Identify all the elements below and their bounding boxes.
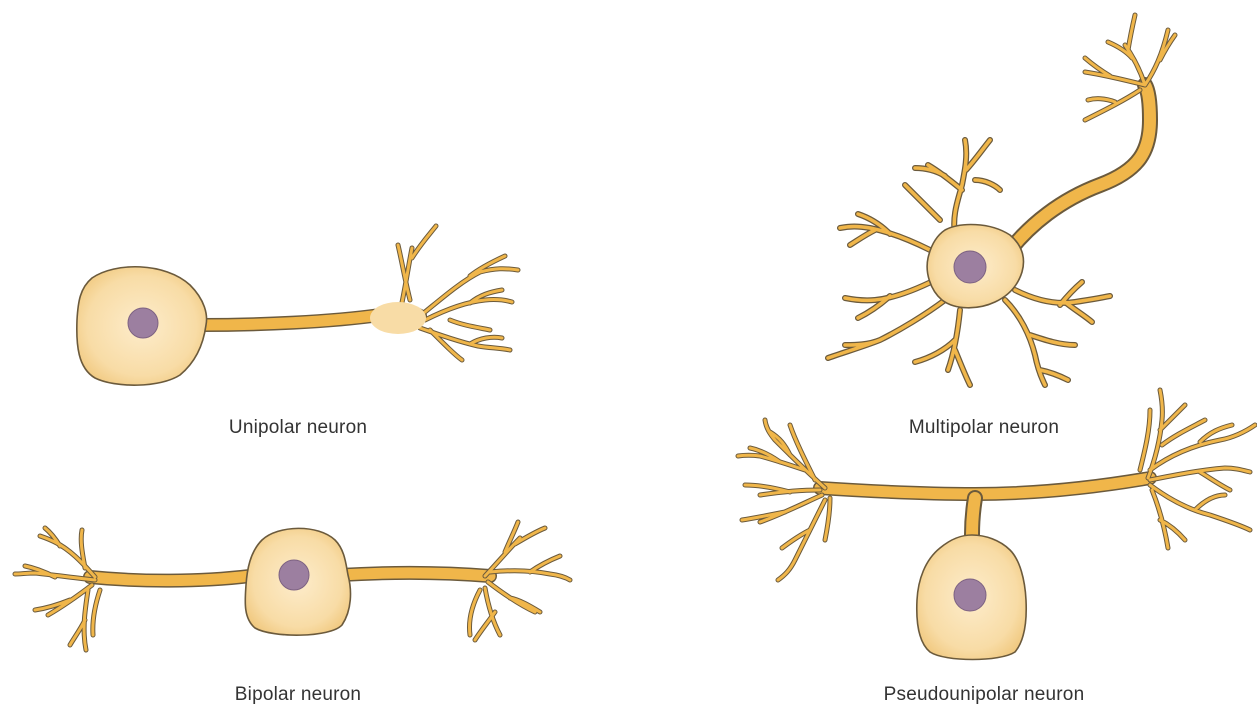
multipolar-nucleus — [954, 251, 986, 283]
pseudounipolar-branches-left — [738, 420, 830, 580]
bipolar-dendrites-left — [15, 528, 100, 650]
bipolar-neuron — [15, 522, 570, 650]
bipolar-nucleus — [279, 560, 309, 590]
pseudounipolar-branches-right — [1140, 390, 1255, 548]
multipolar-label: Multipolar neuron — [909, 417, 1059, 439]
multipolar-axon-terminals — [1085, 15, 1175, 120]
unipolar-label: Unipolar neuron — [229, 417, 367, 439]
pseudounipolar-nucleus — [954, 579, 986, 611]
multipolar-neuron — [828, 15, 1175, 385]
unipolar-axon-terminals — [370, 226, 518, 360]
pseudounipolar-axon — [820, 478, 1150, 535]
bipolar-label: Bipolar neuron — [235, 684, 361, 706]
unipolar-neuron — [77, 226, 518, 385]
multipolar-axon — [1010, 85, 1150, 250]
unipolar-nucleus — [128, 308, 158, 338]
pseudounipolar-label: Pseudounipolar neuron — [884, 684, 1085, 706]
